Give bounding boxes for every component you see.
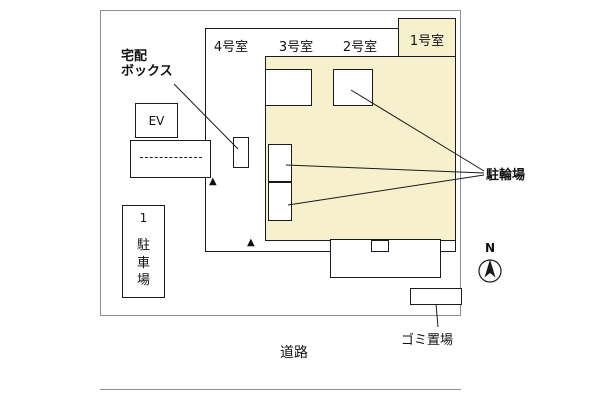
room-label-4: 4号室 [213,40,249,55]
delivery-box-label-line2: ボックス [121,63,173,79]
room-label-1: 1号室 [409,34,445,49]
extension-notch [371,240,389,252]
garbage-area-rect [410,288,462,305]
bicycle-parking-label: 駐輪場 [486,168,526,183]
delivery-box-label: 宅配 ボックス [121,49,173,80]
room-label-3: 3号室 [278,40,314,55]
compass-circle [478,259,502,283]
delivery-box-label-line1: 宅配 [121,49,148,64]
entrance-dashed-line [140,157,202,158]
road-edge-line [100,389,461,390]
elevator-box: EV [135,103,178,138]
elevator-label: EV [148,113,165,128]
bicycle-parking-spot-upper [333,69,373,106]
parking-space-box [122,205,165,298]
compass-needle-icon [484,259,496,278]
entrance-corridor-box [130,140,211,178]
road-label: 道路 [280,345,308,361]
room-label-2: 2号室 [342,40,378,55]
entrance-marker-lower: ▲ [247,237,255,248]
delivery-box-rect [233,137,249,168]
building-lower-extension [330,239,441,278]
garbage-area-label: ゴミ置場 [401,333,454,348]
bicycle-parking-spot-middle [268,144,292,182]
balcony-box-left [265,69,312,106]
parking-space-number: 1 [139,211,148,225]
bicycle-parking-spot-lower [268,182,292,221]
entrance-marker-upper: ▲ [209,176,217,187]
parking-space-label: 駐車場 [136,238,150,289]
compass-north-label: N [484,241,496,255]
